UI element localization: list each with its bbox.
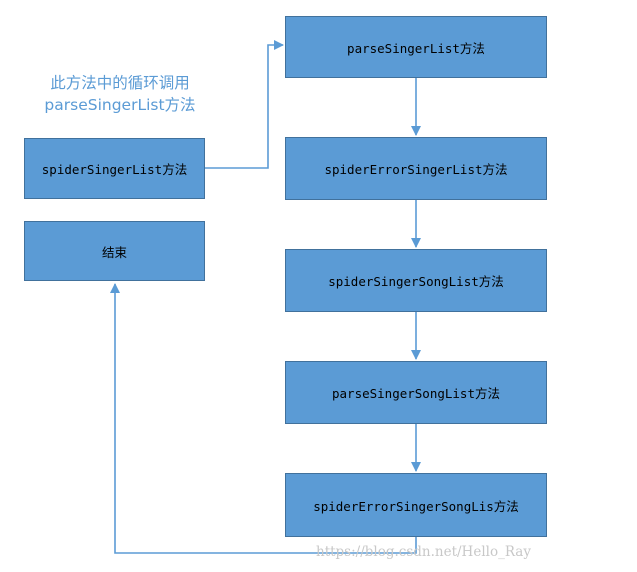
node-parse-singer-list: parseSingerList方法: [285, 16, 547, 78]
node-spider-singer-song-list: spiderSingerSongList方法: [285, 249, 547, 312]
node-spider-error-singer-song-lis: spiderErrorSingerSongLis方法: [285, 473, 547, 537]
loop-note-line2: parseSingerList方法: [44, 96, 196, 114]
connector-spidererrorsong-to-end: [110, 283, 417, 554]
node-end: 结束: [24, 221, 205, 281]
watermark: https://blog.csdn.net/Hello_Ray: [316, 544, 531, 560]
connector-spidersingerlist-to-parsesingerlist: [205, 40, 284, 169]
loop-note-line1: 此方法中的循环调用: [50, 74, 190, 92]
node-spider-error-singer-list: spiderErrorSingerList方法: [285, 137, 547, 200]
loop-note: 此方法中的循环调用 parseSingerList方法: [22, 72, 218, 116]
node-parse-singer-song-list: parseSingerSongList方法: [285, 361, 547, 424]
node-spider-singer-list: spiderSingerList方法: [24, 138, 205, 199]
